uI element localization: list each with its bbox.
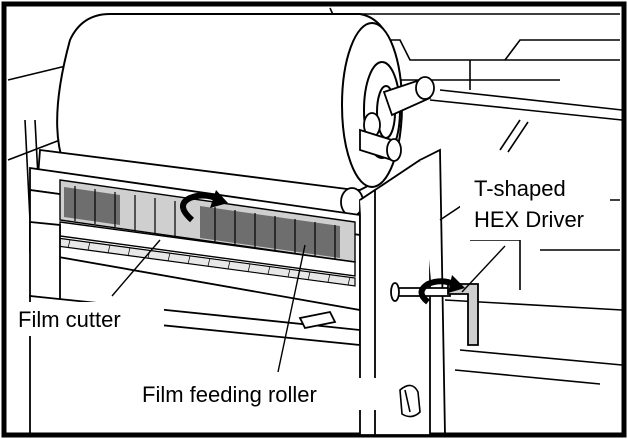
upper-pressure-roller <box>37 148 364 217</box>
machine-left-frame <box>7 64 71 221</box>
roll-shaft <box>359 76 435 162</box>
leader-feeding-roller <box>277 244 306 373</box>
label-driver-line2: HEX Driver <box>474 207 584 232</box>
curved-arrow-icon <box>418 275 465 305</box>
label-driver-line1: T-shaped <box>474 176 566 201</box>
leader-lines <box>111 239 506 373</box>
label-film-feeding-roller: Film feeding roller <box>142 382 317 407</box>
film-roll <box>56 13 403 191</box>
leader-driver <box>461 245 506 293</box>
label-film-cutter: Film cutter <box>18 307 121 332</box>
curved-arrow-icon <box>180 190 228 223</box>
leader-film-cutter <box>111 239 161 297</box>
adjustment-knob <box>399 384 421 418</box>
